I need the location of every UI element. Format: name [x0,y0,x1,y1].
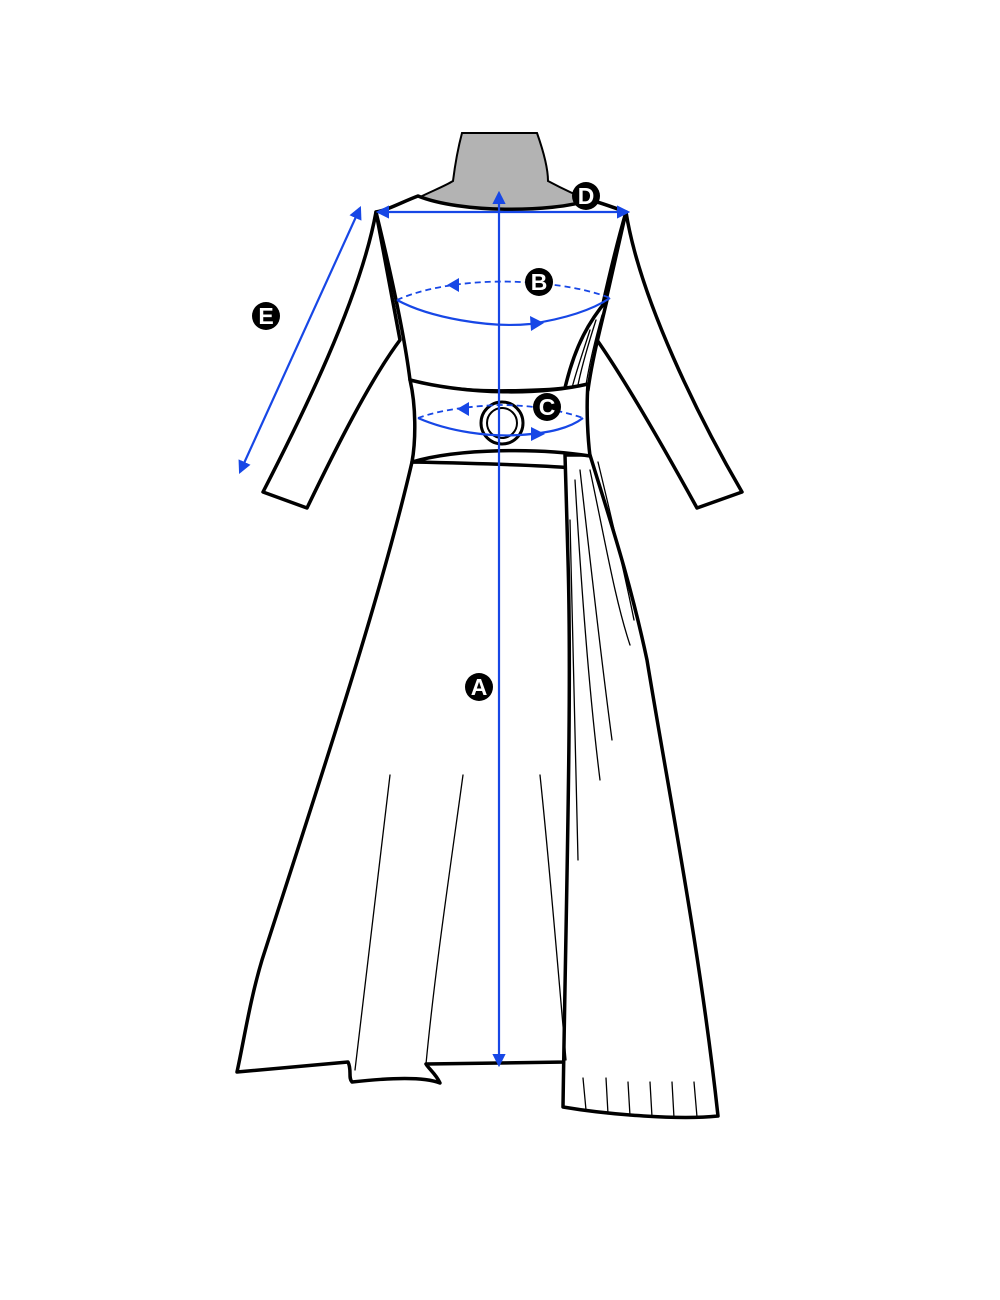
badge-d-label: D [578,183,595,209]
side-drape [561,453,720,1120]
measure-e-line [238,205,362,475]
badge-c: C [533,393,561,421]
badge-d: D [572,182,600,210]
skirt-folds [354,774,567,1071]
belt-buckle [479,400,525,446]
mannequin-neck [415,132,595,211]
drape-folds [569,314,698,1119]
measure-c-line [417,402,584,441]
badge-e: E [252,302,280,330]
badge-b-label: B [531,269,548,295]
badge-e-label: E [258,303,273,329]
badge-b: B [525,268,553,296]
right-sleeve [595,210,744,510]
badge-c-label: C [539,394,556,420]
left-sleeve [261,210,402,510]
badge-a: A [465,673,493,701]
measure-b-line [396,278,611,331]
skirt [235,460,575,1085]
badge-a-label: A [471,674,488,700]
